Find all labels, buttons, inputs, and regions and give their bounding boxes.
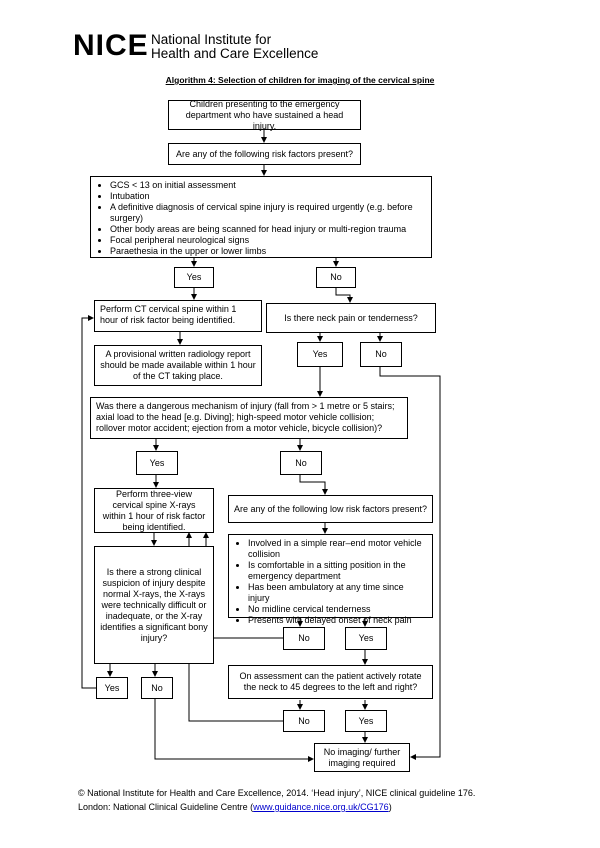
risk-factor-item: A definitive diagnosis of cervical spine…	[110, 202, 426, 224]
low-risk-yes-box: Yes	[345, 627, 387, 650]
risk-factor-item: GCS < 13 on initial assessment	[110, 180, 426, 191]
ct-box: Perform CT cervical spine within 1 hour …	[94, 300, 262, 332]
footer-prefix: London: National Clinical Guideline Cent…	[78, 802, 254, 812]
low-risk-factor-item: Presents with delayed onset of neck pain	[248, 615, 427, 626]
start-box: Children presenting to the emergency dep…	[168, 99, 361, 131]
radiology-report-box: A provisional written radiology report s…	[94, 345, 262, 386]
risk-factors-box: GCS < 13 on initial assessment Intubatio…	[90, 176, 432, 258]
low-risk-factor-item: No midline cervical tenderness	[248, 604, 427, 615]
risk-no-box: No	[316, 267, 356, 288]
guideline-link[interactable]: www.guidance.nice.org.uk/CG176	[253, 802, 389, 812]
copyright-footer: © National Institute for Health and Care…	[78, 786, 475, 814]
low-risk-question-box: Are any of the following low risk factor…	[228, 495, 433, 523]
low-risk-no-box: No	[283, 627, 325, 650]
risk-factor-item: Paraethesia in the upper or lower limbs	[110, 246, 426, 257]
mechanism-no-box: No	[280, 451, 322, 475]
page-title: Algorithm 4: Selection of children for i…	[165, 75, 435, 85]
footer-line-2: London: National Clinical Guideline Cent…	[78, 800, 475, 814]
rotate-question-box: On assessment can the patient actively r…	[228, 665, 433, 699]
low-risk-factor-item: Is comfortable in a sitting position in …	[248, 560, 427, 582]
logo-line-2: Health and Care Excellence	[151, 46, 319, 61]
suspicion-question-box: Is there a strong clinical suspicion of …	[94, 546, 214, 664]
risk-question-box: Are any of the following risk factors pr…	[168, 143, 361, 165]
risk-yes-box: Yes	[174, 267, 214, 288]
neck-pain-question-box: Is there neck pain or tenderness?	[266, 303, 436, 333]
risk-factor-item: Focal peripheral neurological signs	[110, 235, 426, 246]
mechanism-yes-box: Yes	[136, 451, 178, 475]
logo-word: NICE	[73, 29, 149, 62]
neck-no-box: No	[360, 342, 402, 367]
neck-yes-box: Yes	[297, 342, 343, 367]
low-risk-factor-item: Involved in a simple rear–end motor vehi…	[248, 538, 427, 560]
footer-line-1: © National Institute for Health and Care…	[78, 788, 476, 798]
low-risk-factors-box: Involved in a simple rear–end motor vehi…	[228, 534, 433, 625]
xray-box: Perform three-view cervical spine X-rays…	[94, 488, 214, 533]
suspicion-yes-box: Yes	[96, 677, 128, 699]
no-imaging-box: No imaging/ further imaging required	[314, 743, 410, 772]
risk-factor-item: Other body areas are being scanned for h…	[110, 224, 426, 235]
suspicion-no-box: No	[141, 677, 173, 699]
logo-line-1: National Institute for	[151, 32, 272, 47]
low-risk-factor-item: Has been ambulatory at any time since in…	[248, 582, 427, 604]
footer-suffix: )	[388, 802, 392, 812]
rotate-yes-box: Yes	[345, 710, 387, 732]
risk-factor-item: Intubation	[110, 191, 426, 202]
mechanism-question-box: Was there a dangerous mechanism of injur…	[90, 397, 408, 439]
rotate-no-box: No	[283, 710, 325, 732]
